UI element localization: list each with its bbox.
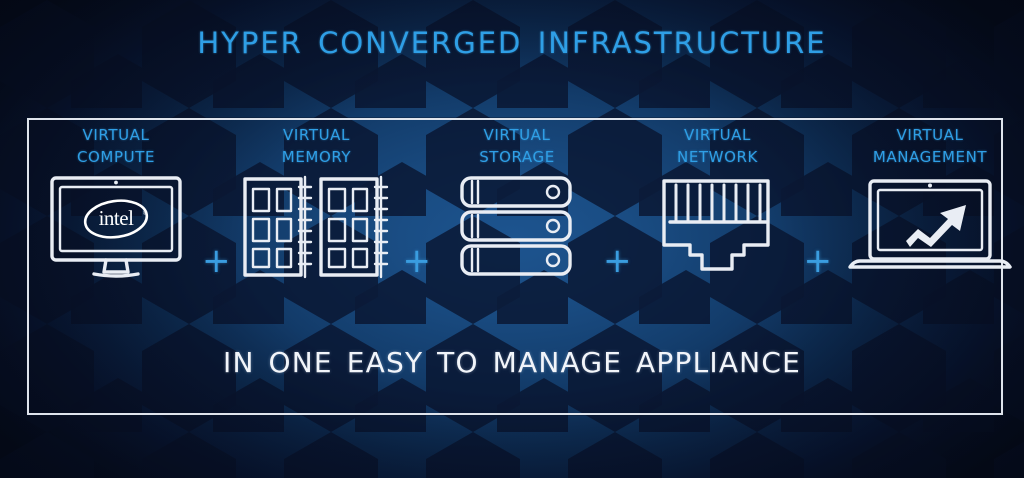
component-virtual-management[interactable]: Virtual Management	[832, 122, 1024, 281]
rj45-ethernet-connector-icon	[656, 173, 780, 281]
plus-separator-3: +	[603, 241, 632, 281]
component-label: Virtual Management	[872, 121, 988, 168]
svg-text:intel: intel	[99, 206, 134, 230]
component-virtual-memory[interactable]: Virtual Memory	[231, 122, 403, 281]
memory-ram-modules-icon	[241, 173, 393, 281]
svg-text:®: ®	[143, 210, 148, 217]
desktop-monitor-intel-icon: intel ®	[46, 173, 186, 281]
component-label: Virtual Compute	[76, 121, 156, 168]
server-stack-icon	[452, 173, 582, 281]
plus-separator-2: +	[402, 241, 432, 281]
component-label: Virtual Memory	[281, 121, 352, 168]
component-label: Virtual Network	[677, 121, 758, 168]
tagline: In One Easy To Manage Appliance	[223, 336, 801, 382]
laptop-growth-arrow-icon	[844, 173, 1016, 281]
component-row: Virtual Compute intel ®	[30, 122, 1012, 312]
component-virtual-network[interactable]: Virtual Network	[632, 122, 804, 281]
plus-separator-4: +	[803, 241, 833, 281]
plus-separator-1: +	[202, 241, 231, 281]
component-virtual-compute[interactable]: Virtual Compute intel ®	[30, 122, 202, 281]
component-virtual-storage[interactable]: Virtual Storage	[431, 122, 603, 281]
page-title: Hyper Converged Infrastructure	[197, 14, 827, 63]
component-label: Virtual Storage	[479, 121, 555, 168]
